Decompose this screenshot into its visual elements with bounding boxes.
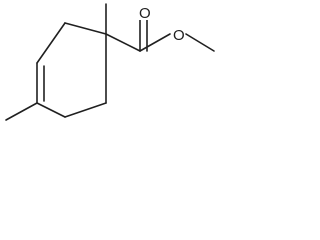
bond-c1-c2 [64, 22, 107, 35]
bond-c2-c3 [36, 22, 66, 64]
structure-svg: O O [5, 3, 215, 121]
bond-c5-c6 [64, 102, 107, 118]
ester-oxygen-label: O [173, 27, 185, 44]
carbonyl-oxygen-label: O [139, 5, 151, 22]
ester-oxygen-bg [171, 27, 185, 42]
bond-carbonyl-ester-oxygen [139, 33, 171, 52]
bond-ester-oxygen-methyl [185, 33, 215, 52]
bond-c4-methyl [5, 102, 38, 121]
carbonyl-oxygen-bg [137, 5, 151, 20]
molecule-diagram: O O [0, 0, 216, 134]
bond-c1-carbonyl-carbon [105, 33, 141, 52]
bond-c4-c5 [36, 102, 66, 118]
